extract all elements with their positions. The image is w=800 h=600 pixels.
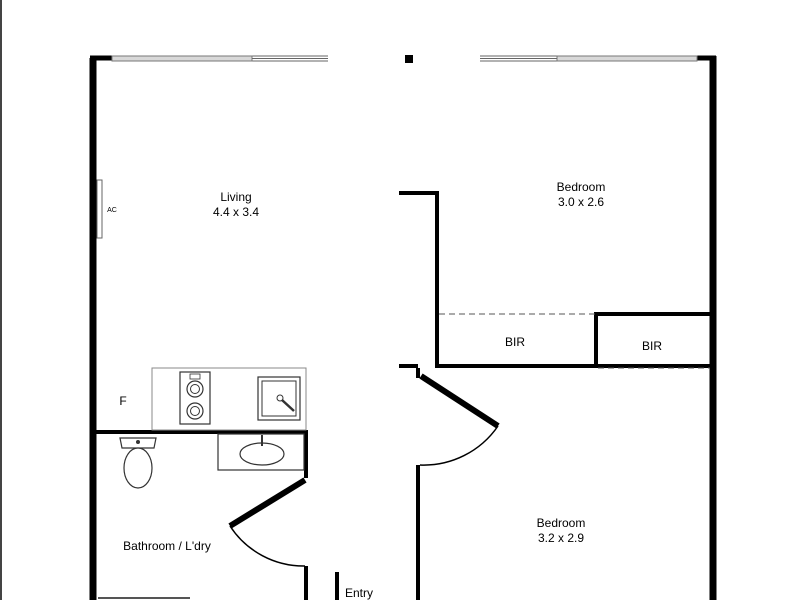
bedroom-bottom-size: 3.2 x 2.9: [538, 531, 584, 545]
bedroom-top-size: 3.0 x 2.6: [558, 195, 604, 209]
lower-bedroom-door: [419, 373, 500, 466]
entry-label: Entry: [345, 586, 373, 600]
kitchen-sink: [257, 376, 301, 421]
exterior-walls: [89, 55, 717, 600]
bedroom-bottom-label: Bedroom: [537, 516, 586, 530]
bedroom-top-label: Bedroom: [557, 180, 606, 194]
toilet: [119, 437, 157, 489]
vanity: [217, 433, 305, 471]
ac-unit: [96, 179, 103, 239]
column-post: [405, 55, 413, 63]
fridge-label: F: [119, 394, 126, 408]
bedroom-wall-stub: [399, 191, 439, 368]
bir-right-label: BIR: [642, 339, 662, 353]
bathroom-door: [228, 477, 307, 567]
cooktop: [179, 371, 211, 425]
top-window-left: [111, 55, 328, 62]
living-size: 4.4 x 3.4: [213, 205, 259, 219]
bir-right-wall: [594, 312, 710, 368]
bir-left-label: BIR: [505, 335, 525, 349]
ac-label: AC: [107, 207, 117, 214]
top-window-right: [480, 55, 698, 62]
interior-walls: [93, 191, 713, 600]
bathroom-label: Bathroom / L'dry: [123, 539, 211, 553]
living-label: Living: [220, 190, 251, 204]
